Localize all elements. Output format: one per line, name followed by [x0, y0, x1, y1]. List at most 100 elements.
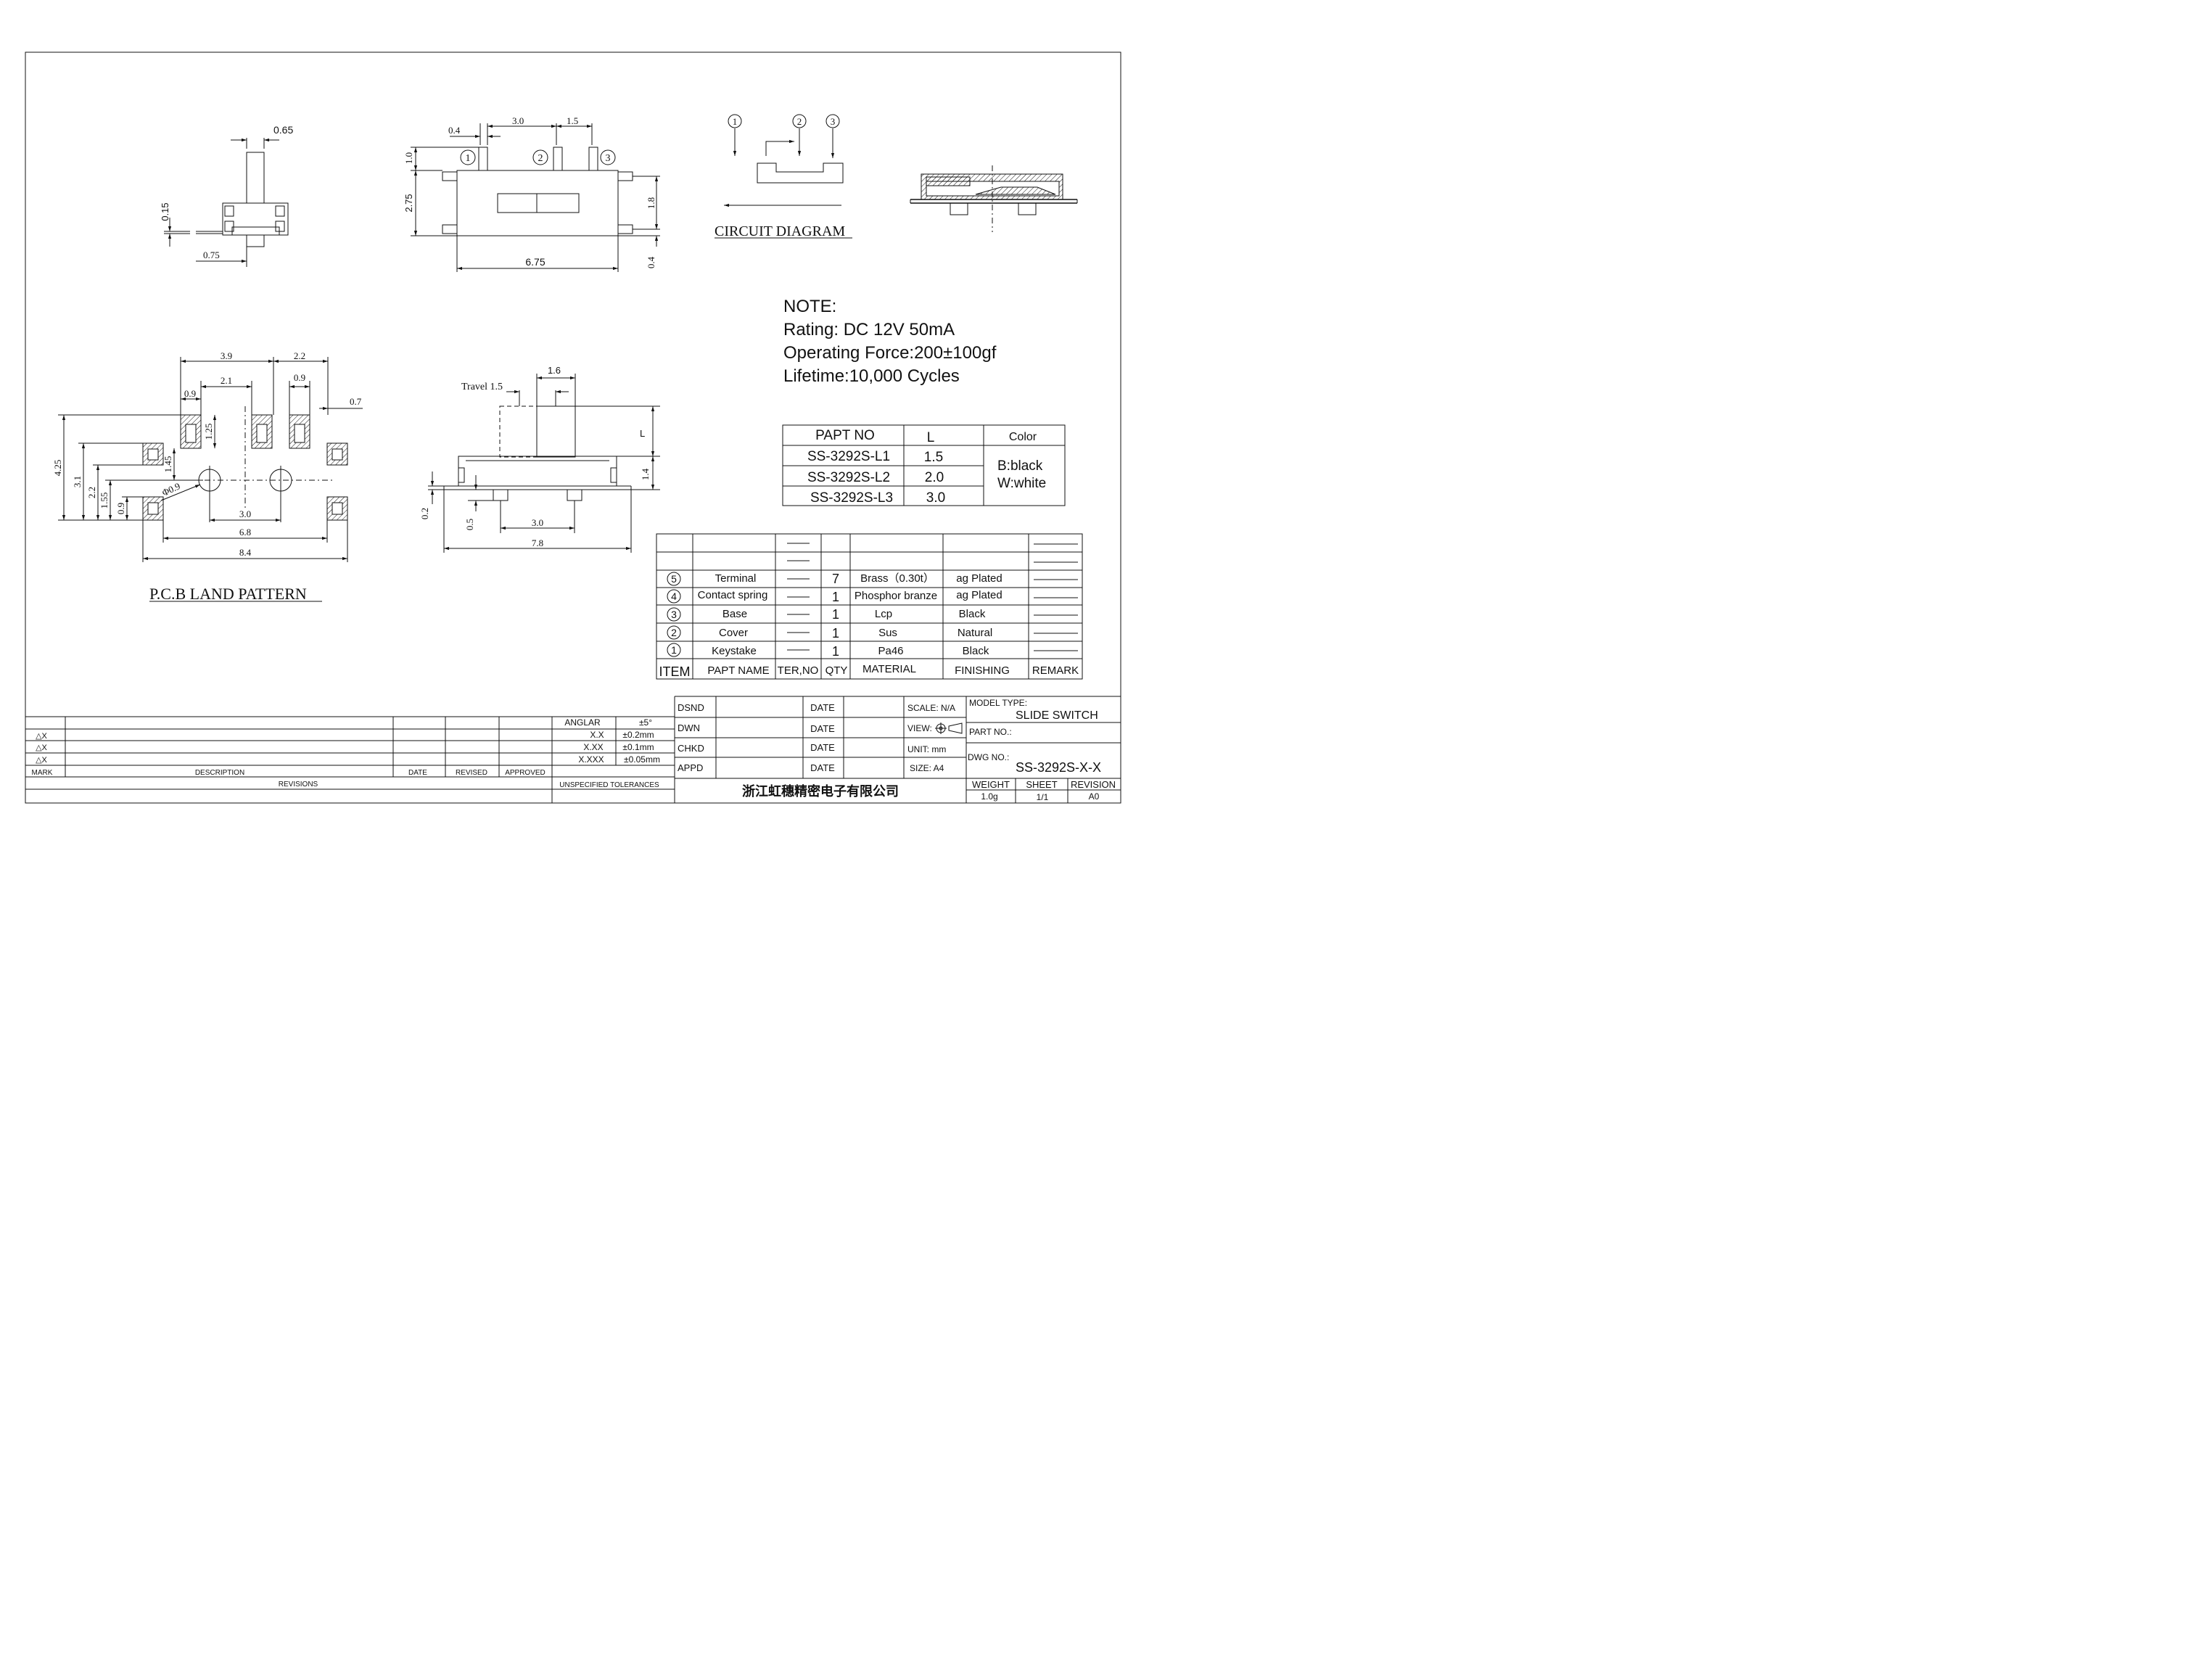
circuit-pin-3: 3	[831, 116, 836, 127]
tb-model-type: SLIDE SWITCH	[1016, 709, 1098, 722]
bom-header-remark: REMARK	[1032, 664, 1079, 677]
tb-date-4: DATE	[810, 762, 835, 773]
pin-label-3: 3	[606, 153, 611, 164]
pn-color-black: B:black	[997, 458, 1043, 474]
title-block: DSND DWN CHKD APPD DATE DATE DATE DATE S…	[674, 696, 1121, 803]
pcb-dim-2-1: 2.1	[221, 375, 232, 386]
bom-row-2-finishing: Natural	[958, 627, 992, 639]
tol-anglar-label: ANGLAR	[564, 717, 601, 728]
front-dim-1-6: 1.6	[548, 365, 561, 376]
tb-view: VIEW:	[907, 723, 932, 733]
pcb-dim-8-4: 8.4	[239, 547, 252, 558]
bom-row-4-qty: 1	[832, 590, 839, 604]
projection-symbol-icon	[935, 722, 963, 734]
bom-row-4-material: Phosphor branze	[855, 590, 937, 602]
tol-anglar-value: ±5°	[639, 717, 652, 728]
dim-3-0-top: 3.0	[512, 115, 524, 126]
bom-row-5-item: 5	[671, 573, 677, 585]
pn-row-2-part: SS-3292S-L2	[807, 470, 890, 485]
rev-header-revised: REVISED	[456, 769, 487, 777]
tb-dwg-no: SS-3292S-X-X	[1016, 760, 1101, 775]
tb-weight-label: WEIGHT	[972, 779, 1010, 790]
bom-row-5-finishing: ag Plated	[956, 572, 1002, 585]
pcb-dim-2-2: 2.2	[294, 350, 305, 361]
rev-footer: REVISIONS	[279, 781, 318, 788]
front-dim-0-2: 0.2	[419, 508, 430, 519]
bom-row-5-qty: 7	[832, 572, 839, 586]
pin-label-2: 2	[538, 153, 543, 164]
tol-xxxx-value: ±0.05mm	[624, 754, 660, 765]
bom-row-1-name: Keystake	[712, 645, 757, 657]
pcb-dim-4-25: 4.25	[52, 460, 63, 477]
rev-header-mark: MARK	[32, 769, 53, 777]
bom-row-4-item: 4	[671, 590, 677, 602]
circuit-diagram: 1 2 3 CIRCUIT DIAGRAM	[715, 114, 852, 239]
tol-xxx-label: X.XX	[583, 742, 603, 752]
rev-header-date: DATE	[408, 769, 427, 777]
front-dim-7-8: 7.8	[532, 538, 543, 548]
tb-unit: UNIT: mm	[907, 744, 946, 754]
front-view: 1.6 Travel 1.5 L 1.4 0.2 0.5 3.0 7.8	[419, 365, 660, 553]
sheet-border	[25, 52, 1121, 804]
pcb-dim-2-2v: 2.2	[86, 487, 97, 498]
bom-placeholder-dashes	[787, 543, 1078, 651]
tb-sheet-label: SHEET	[1026, 779, 1057, 790]
bom-row-4-finishing: ag Plated	[956, 589, 1002, 601]
tb-date-3: DATE	[810, 742, 835, 753]
pn-row-3-part: SS-3292S-L3	[810, 490, 893, 506]
front-dim-L: L	[640, 428, 645, 439]
bom-table: 5 4 3 2 1 Terminal Contact spring Base C…	[656, 533, 1083, 680]
front-dim-1-4: 1.4	[640, 468, 651, 480]
pn-row-1-part: SS-3292S-L1	[807, 449, 890, 464]
rev-mark-1: △X	[36, 732, 47, 741]
bom-row-3-finishing: Black	[959, 608, 986, 620]
circuit-pin-1: 1	[733, 116, 738, 127]
pn-header-L: L	[927, 430, 935, 445]
bom-row-1-finishing: Black	[963, 645, 989, 657]
bom-row-2-qty: 1	[832, 626, 839, 641]
tb-dwg-no-label: DWG NO.:	[968, 752, 1009, 762]
dim-0-4: 0.4	[448, 125, 461, 136]
tb-role-chkd: CHKD	[678, 743, 704, 754]
bom-row-1-material: Pa46	[878, 645, 903, 657]
tb-revision: A0	[1089, 791, 1100, 802]
tb-role-dsnd: DSND	[678, 702, 704, 713]
bom-header-finishing: FINISHING	[955, 664, 1010, 677]
pcb-dim-dia: Φ0.9	[160, 480, 182, 498]
tb-role-dwn: DWN	[678, 722, 700, 733]
tb-company: 浙江虹穗精密电子有限公司	[742, 783, 899, 799]
tol-xx-label: X.X	[590, 730, 604, 740]
front-dim-0-5: 0.5	[464, 519, 475, 530]
pcb-dim-3-1: 3.1	[72, 476, 83, 487]
note-rating: Rating: DC 12V 50mA	[783, 320, 955, 339]
tb-date-1: DATE	[810, 702, 835, 713]
bom-row-2-item: 2	[671, 627, 677, 638]
bom-row-2-material: Sus	[878, 627, 897, 639]
tb-weight: 1.0g	[981, 791, 997, 802]
tol-xx-value: ±0.2mm	[622, 730, 654, 740]
circuit-pin-2: 2	[797, 116, 802, 127]
tb-sheet: 1/1	[1037, 792, 1049, 802]
pcb-dim-3-0: 3.0	[239, 508, 251, 519]
note-lifetime: Lifetime:10,000 Cycles	[783, 366, 960, 386]
bom-row-5-name: Terminal	[715, 572, 757, 585]
bom-header-name: PAPT NAME	[707, 664, 769, 677]
bom-header-terno: TER,NO	[778, 664, 819, 677]
bom-row-4-name: Contact spring	[698, 589, 768, 601]
part-number-table: PAPT NO L Color SS-3292S-L1 1.5 SS-3292S…	[782, 424, 1066, 506]
tol-xxxx-label: X.XXX	[578, 754, 604, 765]
tb-role-appd: APPD	[678, 762, 703, 773]
pcb-dim-1-25: 1.25	[203, 424, 214, 440]
pcb-dim-0-9v: 0.9	[115, 503, 126, 514]
pn-row-3-L: 3.0	[926, 490, 945, 506]
tb-scale: SCALE: N/A	[907, 703, 955, 713]
dim-6-75: 6.75	[525, 256, 545, 268]
pn-color-white: W:white	[997, 476, 1046, 491]
pin-label-1: 1	[466, 153, 471, 164]
pcb-dim-3-9: 3.9	[221, 350, 232, 361]
bom-row-3-qty: 1	[832, 607, 839, 622]
pn-header-part: PAPT NO	[815, 428, 875, 443]
dim-1-0: 1.0	[403, 152, 414, 164]
bom-row-2-name: Cover	[719, 627, 748, 639]
pn-row-1-L: 1.5	[924, 450, 943, 465]
